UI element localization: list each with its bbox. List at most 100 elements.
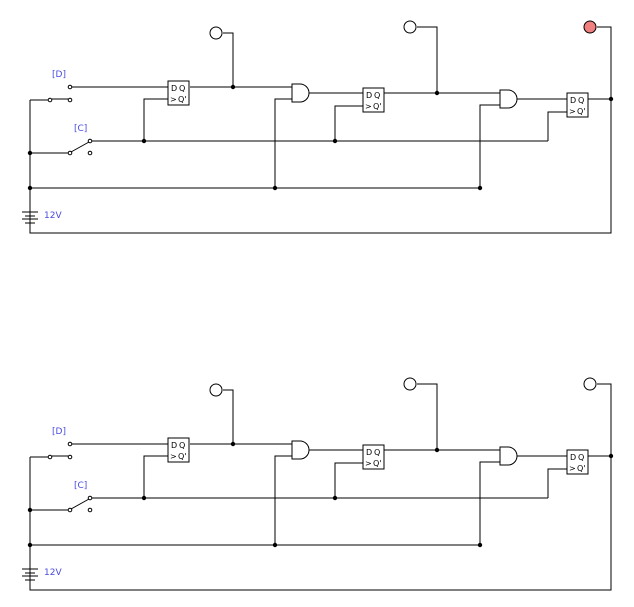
and2-in2-wire [479, 461, 500, 545]
flipflop-qn-label: Q' [178, 95, 187, 104]
flipflop-d-label: D [171, 441, 177, 450]
ff2-clock-wire [334, 462, 363, 498]
junction-dot [272, 185, 278, 191]
flipflop-clock-label: > [365, 102, 372, 111]
flipflop-body [167, 437, 190, 463]
flipflop-body [362, 87, 385, 113]
switch-terminal [67, 454, 73, 460]
flipflop-d-label: D [570, 453, 576, 462]
switch-terminal [67, 97, 73, 103]
ff1-clock-wire [143, 455, 168, 498]
flipflop-body [566, 449, 589, 475]
flipflop-d-label: D [366, 448, 372, 457]
ff1-clock-wire [143, 98, 168, 141]
switch-terminal [87, 495, 93, 501]
flipflop-d-label: D [171, 84, 177, 93]
return-wire [29, 456, 612, 591]
output-lamp-3 [583, 377, 597, 391]
junction-dot [332, 138, 338, 144]
d-switch-label: [D] [52, 70, 66, 80]
junction-dot [27, 542, 33, 548]
switch-terminal [67, 441, 73, 447]
ff2-clock-wire [334, 105, 363, 141]
out1-wire [223, 389, 234, 444]
switch-terminal [47, 454, 53, 460]
c-switch-blade[interactable] [70, 141, 90, 153]
c-switch-label: [C] [74, 481, 87, 491]
and-gate-2 [499, 89, 518, 109]
flipflop-q-label: Q [179, 441, 185, 450]
output-lamp-2 [403, 20, 417, 34]
switch-terminal [87, 507, 93, 513]
flipflop-d-label: D [570, 96, 576, 105]
flipflop-d-label: D [366, 91, 372, 100]
and1-in2-wire [274, 455, 292, 545]
flipflop-qn-label: Q' [577, 107, 586, 116]
junction-dot [477, 542, 483, 548]
flipflop-clock-label: > [569, 107, 576, 116]
out2-wire [417, 26, 438, 93]
switch-terminal [87, 138, 93, 144]
flipflop-body [362, 444, 385, 470]
flipflop-qn-label: Q' [373, 102, 382, 111]
flipflop-body [566, 92, 589, 118]
out3-wire [597, 26, 612, 99]
flipflop-q-label: Q [179, 84, 185, 93]
and1-in2-wire [274, 98, 292, 188]
out2-wire [417, 383, 438, 450]
c-switch-label: [C] [74, 124, 87, 134]
output-lamp-1 [209, 383, 223, 397]
flipflop-clock-label: > [569, 464, 576, 473]
flipflop-qn-label: Q' [577, 464, 586, 473]
c-switch-blade[interactable] [70, 498, 90, 510]
output-lamp-1 [209, 26, 223, 40]
flipflop-clock-label: > [170, 452, 177, 461]
out1-wire [223, 32, 234, 87]
junction-dot [230, 84, 236, 90]
flipflop-q-label: Q [374, 91, 380, 100]
flipflop-qn-label: Q' [178, 452, 187, 461]
junction-dot [608, 453, 614, 459]
output-lamp-3 [583, 20, 597, 34]
switch-terminal [47, 97, 53, 103]
flipflop-q-label: Q [578, 453, 584, 462]
and-gate-2 [499, 446, 518, 466]
junction-dot [141, 495, 147, 501]
and2-in2-wire [479, 104, 500, 188]
junction-dot [141, 138, 147, 144]
ff3-clock-wire [547, 468, 567, 498]
junction-dot [27, 150, 33, 156]
return-wire [29, 99, 612, 234]
out3-wire [597, 383, 612, 456]
junction-dot [230, 441, 236, 447]
junction-dot [27, 185, 33, 191]
junction-dot [608, 96, 614, 102]
junction-dot [477, 185, 483, 191]
battery-label: 12V [44, 568, 62, 578]
flipflop-clock-label: > [365, 459, 372, 468]
flipflop-clock-label: > [170, 95, 177, 104]
junction-dot [272, 542, 278, 548]
battery-label: 12V [44, 211, 62, 221]
and-gate-1 [291, 83, 310, 103]
junction-dot [332, 495, 338, 501]
and-gate-1 [291, 440, 310, 460]
junction-dot [434, 447, 440, 453]
flipflop-q-label: Q [578, 96, 584, 105]
switch-terminal [67, 150, 73, 156]
ff3-clock-wire [547, 111, 567, 141]
d-switch-label: [D] [52, 427, 66, 437]
output-lamp-2 [403, 377, 417, 391]
junction-dot [27, 507, 33, 513]
flipflop-body [167, 80, 190, 106]
switch-terminal [67, 507, 73, 513]
